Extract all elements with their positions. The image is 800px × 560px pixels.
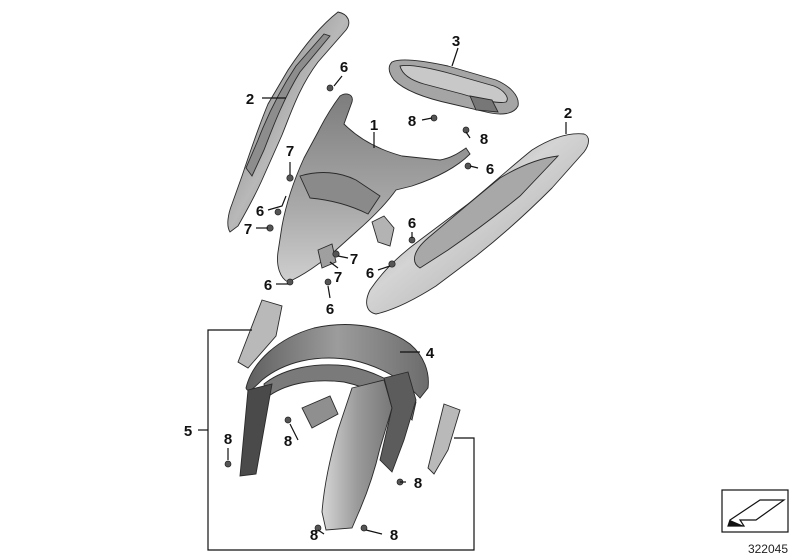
callout-2-left: 2: [246, 91, 254, 108]
part-3-top-tray: [388, 59, 519, 115]
callout-8-tray-right: 8: [480, 131, 488, 148]
hardware-fasteners: [224, 84, 472, 532]
screw-8d: [224, 460, 232, 468]
callout-6-center: 6: [366, 265, 374, 282]
clip-7a: [286, 174, 294, 182]
part-5-fork-fender-assembly: [237, 299, 461, 531]
leader-lines: [227, 47, 567, 535]
callout-7-upper: 7: [286, 143, 294, 160]
screw-8c: [284, 416, 292, 424]
part-2-left-side-panel: [227, 11, 350, 233]
callout-6-left-lower: 6: [264, 277, 272, 294]
screw-6a: [326, 84, 334, 92]
callout-6-bottom: 6: [326, 301, 334, 318]
diagram-number: 322045: [748, 542, 788, 556]
callout-7-left: 7: [244, 221, 252, 238]
callout-7-center: 7: [350, 251, 358, 268]
clip-7c: [332, 250, 340, 258]
screw-8f: [314, 524, 322, 532]
clip-7d: [388, 260, 396, 268]
part-1-center-cowl: [277, 93, 471, 283]
callout-8-bottom-left: 8: [310, 527, 318, 544]
callout-8-bottom-right: 8: [390, 527, 398, 544]
screw-6c: [286, 278, 294, 286]
callout-8-tray-left: 8: [408, 113, 416, 130]
part-4-front-fender: [239, 324, 429, 477]
callout-6-left-upper: 6: [256, 203, 264, 220]
callout-3: 3: [452, 33, 460, 50]
callout-6-right-low: 6: [408, 215, 416, 232]
diagram-nav-icon: [721, 489, 789, 533]
callout-4: 4: [426, 345, 435, 362]
callout-1: 1: [370, 117, 378, 134]
callout-8-fender-left: 8: [284, 433, 292, 450]
part-2-right-side-panel: [366, 133, 589, 315]
screw-6b: [274, 208, 282, 216]
callout-6-top: 6: [340, 59, 348, 76]
callout-labels: 1 2 2 3 4 5 6 6 6 6 6 6 7 7 7 7 6 8 8 8 …: [184, 33, 572, 544]
callout-6-right: 6: [486, 161, 494, 178]
screw-6d: [324, 278, 332, 286]
callout-8-fork-right: 8: [414, 475, 422, 492]
callout-7-lower: 7: [334, 269, 342, 286]
callout-8-plate-left: 8: [224, 431, 232, 448]
group-5-bracket: [198, 329, 475, 551]
callout-2-right: 2: [564, 105, 572, 122]
screw-8g: [360, 524, 368, 532]
callout-5: 5: [184, 423, 192, 440]
